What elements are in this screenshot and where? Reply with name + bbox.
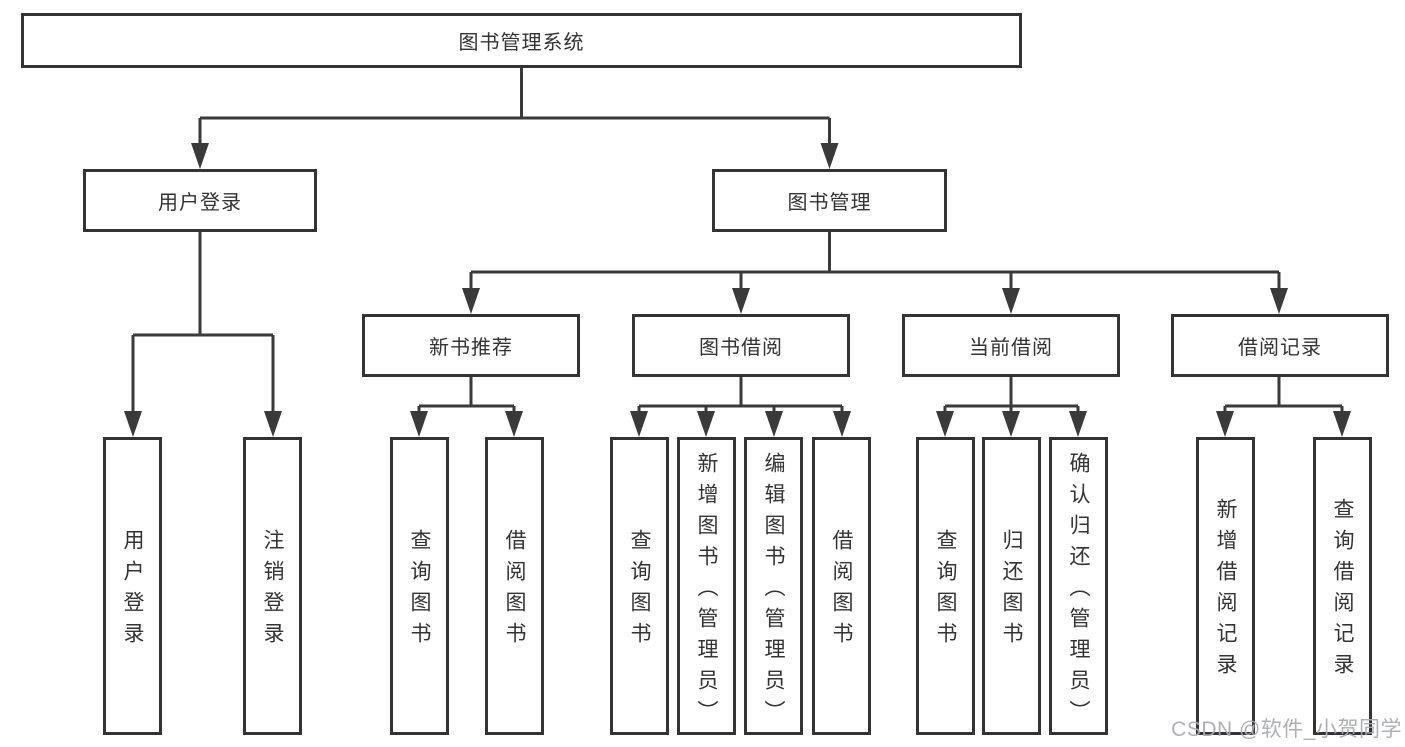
node-query-books-current: 查询图书 xyxy=(916,437,975,735)
node-library-management-system: 图书管理系统 xyxy=(21,13,1022,68)
arrowheads xyxy=(124,143,1351,437)
node-label: 借阅图书 xyxy=(503,529,526,653)
node-query-borrow-record: 查询借阅记录 xyxy=(1313,437,1372,735)
node-add-borrow-record: 新增借阅记录 xyxy=(1196,437,1255,735)
node-query-books-borrowing: 查询图书 xyxy=(610,437,669,735)
node-label: 新书推荐 xyxy=(429,337,513,359)
node-label: 查询图书 xyxy=(934,529,957,653)
node-label: 新增借阅记录 xyxy=(1214,498,1237,684)
node-label: 借阅图书 xyxy=(830,529,853,653)
node-book-borrowing: 图书借阅 xyxy=(632,314,850,377)
node-book-management: 图书管理 xyxy=(712,169,947,232)
node-borrowing-records: 借阅记录 xyxy=(1171,314,1389,377)
node-label: 当前借阅 xyxy=(969,337,1053,359)
node-label: 注销登录 xyxy=(261,529,284,653)
node-return-book: 归还图书 xyxy=(982,437,1041,735)
node-label: 借阅记录 xyxy=(1238,337,1322,359)
node-label: 查询借阅记录 xyxy=(1331,498,1354,684)
node-edit-book-admin: 编辑图书（管理员） xyxy=(744,437,803,735)
node-label: 图书管理 xyxy=(787,192,872,214)
node-new-book-recommendation: 新书推荐 xyxy=(362,314,580,377)
node-label: 图书管理系统 xyxy=(458,32,585,54)
node-add-book-admin: 新增图书（管理员） xyxy=(677,437,736,735)
node-label: 查询图书 xyxy=(628,529,651,653)
node-borrow-books-recommend: 借阅图书 xyxy=(485,437,544,735)
node-current-borrowing: 当前借阅 xyxy=(902,314,1120,377)
node-borrow-books: 借阅图书 xyxy=(812,437,871,735)
node-label: 确认归还（管理员） xyxy=(1067,451,1090,731)
node-label: 用户登录 xyxy=(121,529,144,653)
node-label: 用户登录 xyxy=(158,192,242,214)
node-label: 查询图书 xyxy=(408,529,431,653)
node-user-login: 用户登录 xyxy=(83,169,317,232)
node-label: 归还图书 xyxy=(1000,529,1023,653)
node-label: 编辑图书（管理员） xyxy=(762,451,785,731)
node-user-login-leaf: 用户登录 xyxy=(103,437,162,735)
csdn-watermark: CSDN @软件_小贺同学 xyxy=(1171,718,1402,741)
node-confirm-return-admin: 确认归还（管理员） xyxy=(1049,437,1108,735)
node-label: 图书借阅 xyxy=(699,337,783,359)
node-query-books-recommend: 查询图书 xyxy=(390,437,449,735)
node-logout: 注销登录 xyxy=(243,437,302,735)
node-label: 新增图书（管理员） xyxy=(695,451,718,731)
